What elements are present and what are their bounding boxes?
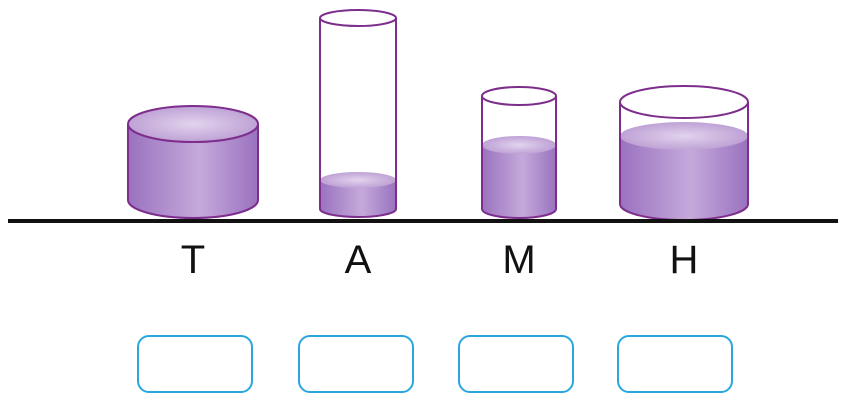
container-h-liquid <box>620 136 748 220</box>
container-h <box>619 85 749 221</box>
container-m <box>481 86 557 219</box>
container-h-label: H <box>669 238 699 282</box>
container-m-rim <box>481 86 557 106</box>
container-h-liquid-surface <box>620 122 748 150</box>
answer-box-h[interactable] <box>617 335 733 393</box>
container-a <box>319 9 397 218</box>
container-t <box>127 105 259 219</box>
container-m-label: M <box>502 238 536 282</box>
container-a-rim <box>319 9 397 27</box>
container-a-liquid-surface <box>320 172 396 188</box>
container-a-liquid <box>320 180 396 217</box>
answer-box-t[interactable] <box>137 335 253 393</box>
container-a-label: A <box>344 238 372 282</box>
container-a-outline <box>319 18 397 218</box>
answer-box-a[interactable] <box>298 335 414 393</box>
container-t-liquid-surface <box>127 105 259 143</box>
container-t-label: T <box>180 238 206 282</box>
container-m-outline <box>481 96 557 219</box>
container-t-outline <box>127 124 259 219</box>
answer-box-m[interactable] <box>458 335 574 393</box>
container-m-liquid-surface <box>482 136 556 154</box>
container-t-liquid <box>128 124 258 218</box>
container-m-liquid <box>482 145 556 218</box>
container-h-rim <box>619 85 749 119</box>
